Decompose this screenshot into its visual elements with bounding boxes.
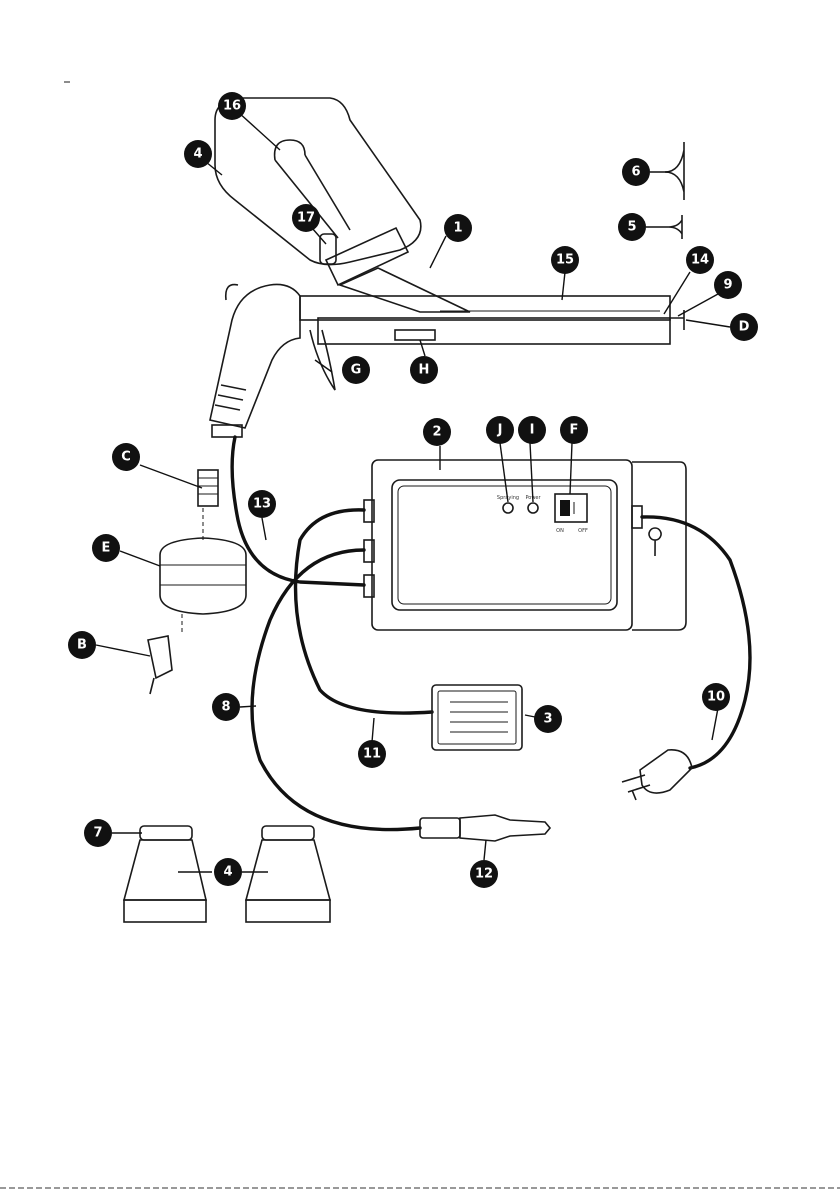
control-box: Spraying Power ON OFF [364, 460, 686, 630]
svg-text:14: 14 [691, 253, 709, 268]
svg-text:6: 6 [631, 165, 640, 180]
lower-housing [318, 318, 670, 344]
svg-text:2: 2 [432, 425, 441, 440]
callout-14: 14 [686, 246, 714, 274]
svg-text:17: 17 [297, 211, 315, 226]
svg-text:8: 8 [221, 700, 230, 715]
hopper-gun [210, 98, 684, 437]
plug-body [640, 750, 692, 793]
callout-2: 2 [423, 418, 451, 446]
callout-10: 10 [702, 683, 730, 711]
svg-text:I: I [530, 423, 535, 438]
callout-B: B [68, 631, 96, 659]
callout-11: 11 [358, 740, 386, 768]
svg-text:12: 12 [475, 867, 493, 882]
callout-5: 5 [618, 213, 646, 241]
svg-text:C: C [121, 450, 131, 465]
svg-text:11: 11 [363, 747, 381, 762]
air-valve [395, 330, 435, 340]
svg-text:E: E [102, 541, 111, 556]
callout-9: 9 [714, 271, 742, 299]
callout-F: F [560, 416, 588, 444]
callout-H: H [410, 356, 438, 384]
svg-text:B: B [77, 638, 87, 653]
air-fittings [148, 470, 246, 694]
callout-13: 13 [248, 490, 276, 518]
svg-text:H: H [419, 363, 430, 378]
hopper-cup-right [246, 826, 330, 922]
svg-text:9: 9 [723, 278, 732, 293]
callout-1: 1 [444, 214, 472, 242]
svg-text:4: 4 [193, 147, 202, 162]
barrel [300, 296, 670, 320]
trigger [310, 330, 335, 390]
svg-text:3: 3 [543, 712, 552, 727]
svg-text:13: 13 [253, 497, 271, 512]
svg-text:J: J [497, 423, 503, 438]
trigger-connector [420, 815, 550, 841]
mount-keyhole [649, 528, 661, 556]
air-fitting [148, 636, 172, 678]
callout-12: 12 [470, 860, 498, 888]
callout-8: 8 [212, 693, 240, 721]
callout-6: 6 [622, 158, 650, 186]
moisture-filter [160, 538, 246, 614]
callout-15: 15 [551, 246, 579, 274]
svg-text:7: 7 [93, 826, 102, 841]
spare-nozzle-large [665, 142, 684, 200]
power-cord-10 [642, 517, 750, 768]
callout-badges: 16 4 17 1 6 5 15 14 9 D G H 2 J I F C 13… [68, 92, 758, 888]
callout-D: D [730, 313, 758, 341]
gun-cord-8 [252, 550, 420, 830]
hopper [215, 98, 421, 265]
callout-16: 16 [218, 92, 246, 120]
callout-E: E [92, 534, 120, 562]
callout-G: G [342, 356, 370, 384]
power-switch [555, 494, 587, 522]
connector-body [420, 818, 460, 838]
callout-4-bottom: 4 [214, 858, 242, 886]
svg-text:5: 5 [627, 220, 636, 235]
svg-text:10: 10 [707, 690, 725, 705]
svg-text:15: 15 [556, 253, 574, 268]
control-box-mount [632, 462, 686, 630]
switch-off-label: OFF [578, 528, 588, 534]
power-plug [622, 750, 692, 800]
svg-text:F: F [570, 423, 579, 438]
nozzle [670, 310, 684, 330]
svg-text:D: D [739, 320, 750, 335]
svg-text:G: G [351, 363, 362, 378]
callout-4-top: 4 [184, 140, 212, 168]
svg-text:4: 4 [223, 865, 232, 880]
svg-text:1: 1 [453, 221, 462, 236]
foot-pedal [432, 685, 522, 750]
hopper-cup-left [124, 826, 206, 922]
svg-text:16: 16 [223, 99, 241, 114]
callout-J: J [486, 416, 514, 444]
callout-I: I [518, 416, 546, 444]
spraying-indicator [503, 503, 513, 513]
switch-on-label: ON [556, 528, 564, 534]
callout-3: 3 [534, 705, 562, 733]
callout-C: C [112, 443, 140, 471]
spare-nozzle-small [668, 215, 682, 239]
foot-pedal-body [432, 685, 522, 750]
callout-7: 7 [84, 819, 112, 847]
callout-17: 17 [292, 204, 320, 232]
power-indicator [528, 503, 538, 513]
